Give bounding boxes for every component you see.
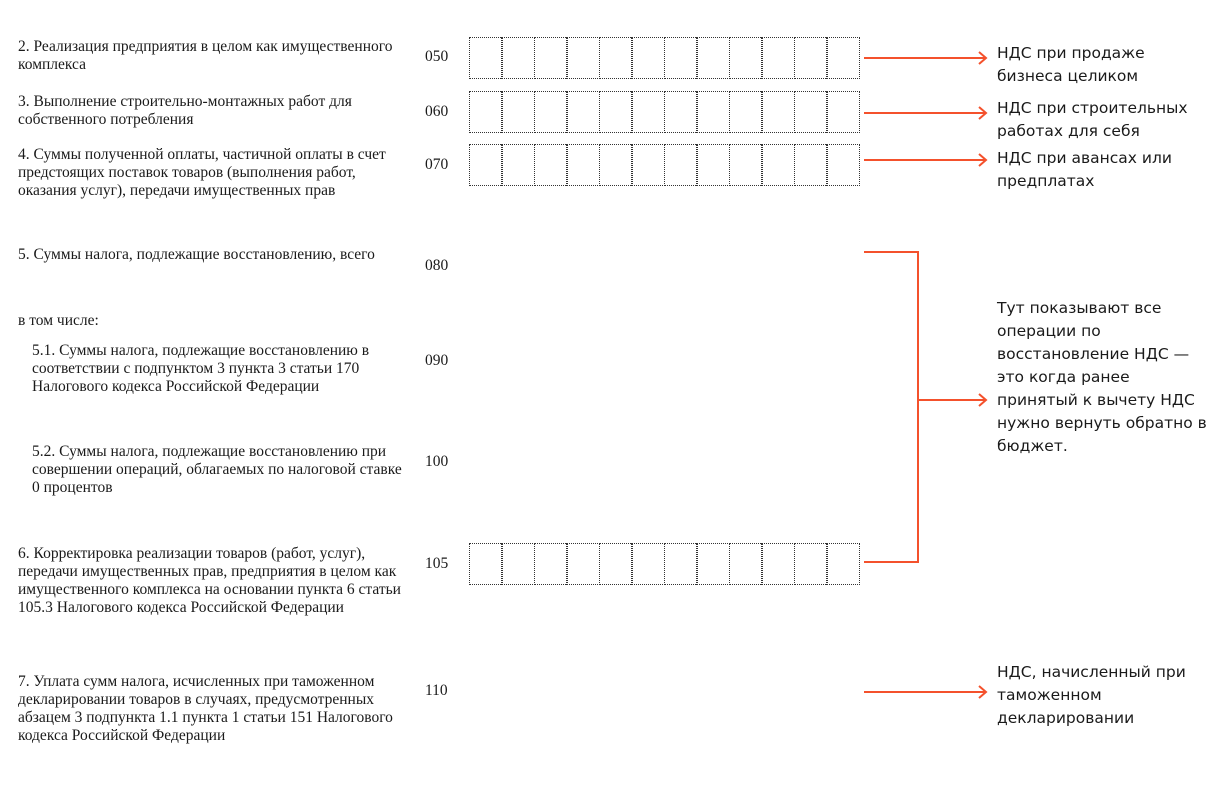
digit-cell[interactable] [598, 37, 633, 79]
note-060: НДС при строительных работах для себя [997, 99, 1188, 140]
digit-cell[interactable] [696, 91, 730, 133]
digit-cell[interactable] [468, 144, 503, 186]
bracket-restore [864, 251, 988, 563]
row-code: 100 [425, 453, 449, 470]
digit-cell[interactable] [761, 543, 795, 585]
digit-cell[interactable] [468, 91, 503, 133]
digit-cell[interactable] [696, 543, 730, 585]
digit-cell[interactable] [533, 543, 568, 585]
digit-cell[interactable] [696, 144, 730, 186]
digit-cell[interactable] [793, 144, 828, 186]
digit-cell[interactable] [728, 543, 763, 585]
note-050: НДС при продаже бизнеса целиком [997, 44, 1145, 85]
digit-cell[interactable] [533, 37, 568, 79]
digit-cell[interactable] [826, 144, 860, 186]
row-code: 110 [425, 682, 448, 699]
digit-cell[interactable] [631, 91, 665, 133]
digit-cell[interactable] [631, 144, 665, 186]
digit-cell[interactable] [663, 543, 698, 585]
digit-cell[interactable] [728, 91, 763, 133]
digit-cell[interactable] [663, 144, 698, 186]
note-restore: Тут показывают все операции по восстанов… [997, 299, 1207, 455]
row-code: 105 [425, 555, 449, 572]
digit-cell[interactable] [598, 543, 633, 585]
digit-cell[interactable] [761, 37, 795, 79]
digit-cell[interactable] [501, 37, 535, 79]
row-label: 3. Выполнение строительно-монтажных рабо… [18, 93, 352, 128]
digit-cell[interactable] [501, 91, 535, 133]
digit-cell[interactable] [793, 543, 828, 585]
row-label: 4. Суммы полученной оплаты, частичной оп… [18, 146, 386, 199]
row-code: 050 [425, 48, 449, 65]
row-code: 090 [425, 352, 449, 369]
digit-cell[interactable] [761, 91, 795, 133]
cells-070[interactable] [468, 144, 860, 186]
cells-105[interactable] [468, 543, 860, 585]
digit-cell[interactable] [533, 91, 568, 133]
digit-cell[interactable] [598, 91, 633, 133]
digit-cell[interactable] [631, 37, 665, 79]
row-label: 5.2. Суммы налога, подлежащие восстановл… [32, 443, 402, 496]
cells-060[interactable] [468, 91, 860, 133]
digit-cell[interactable] [566, 543, 600, 585]
digit-cell[interactable] [728, 37, 763, 79]
arrow-070 [864, 153, 988, 167]
arrow-060 [864, 106, 988, 120]
row-label: 2. Реализация предприятия в целом как им… [18, 38, 393, 73]
row-label: 5. Суммы налога, подлежащие восстановлен… [18, 246, 375, 263]
row-label: 6. Корректировка реализации товаров (раб… [18, 545, 401, 616]
digit-cell[interactable] [468, 37, 503, 79]
digit-cell[interactable] [631, 543, 665, 585]
arrow-050 [864, 51, 988, 65]
digit-cell[interactable] [663, 91, 698, 133]
digit-cell[interactable] [793, 37, 828, 79]
arrow-110 [864, 685, 988, 699]
digit-cell[interactable] [826, 543, 860, 585]
note-110: НДС, начисленный при таможенном декларир… [997, 663, 1186, 727]
digit-cell[interactable] [468, 543, 503, 585]
row-code: 080 [425, 257, 449, 274]
digit-cell[interactable] [793, 91, 828, 133]
row-label: 7. Уплата сумм налога, исчисленных при т… [18, 673, 393, 744]
digit-cell[interactable] [533, 144, 568, 186]
including-label: в том числе: [18, 312, 99, 329]
digit-cell[interactable] [566, 37, 600, 79]
digit-cell[interactable] [826, 37, 860, 79]
digit-cell[interactable] [501, 144, 535, 186]
digit-cell[interactable] [696, 37, 730, 79]
row-label: 5.1. Суммы налога, подлежащие восстановл… [32, 342, 370, 395]
row-code: 060 [425, 103, 449, 120]
row-code: 070 [425, 156, 449, 173]
digit-cell[interactable] [598, 144, 633, 186]
note-070: НДС при авансах или предплатах [997, 149, 1172, 190]
digit-cell[interactable] [566, 144, 600, 186]
digit-cell[interactable] [728, 144, 763, 186]
digit-cell[interactable] [501, 543, 535, 585]
cells-050[interactable] [468, 37, 860, 79]
digit-cell[interactable] [826, 91, 860, 133]
digit-cell[interactable] [663, 37, 698, 79]
digit-cell[interactable] [761, 144, 795, 186]
digit-cell[interactable] [566, 91, 600, 133]
